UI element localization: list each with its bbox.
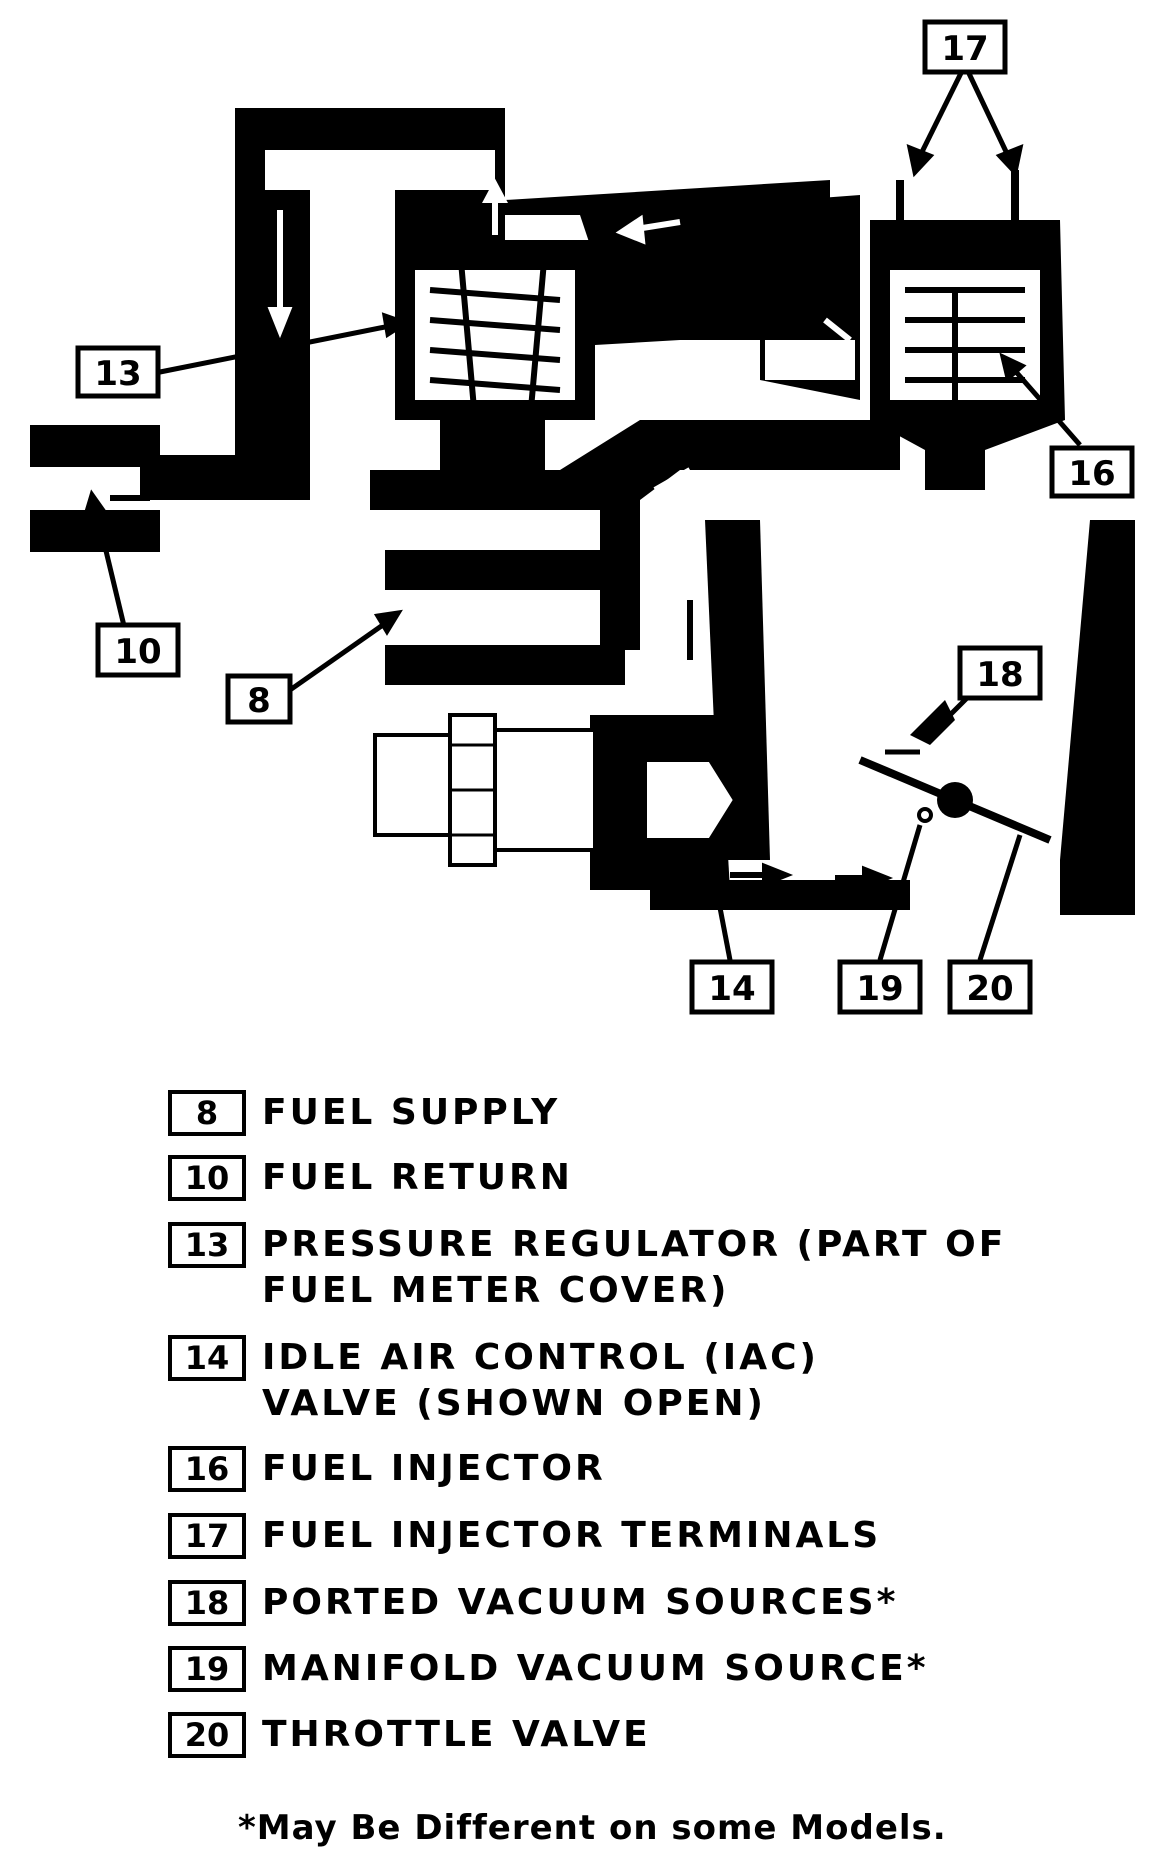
legend-number: 14 <box>168 1335 246 1381</box>
callout-8: 8 <box>247 681 271 721</box>
callout-10: 10 <box>114 632 161 672</box>
regulator-diaphragm <box>456 247 549 423</box>
legend-number: 19 <box>168 1646 246 1692</box>
legend-row: 19 MANIFOLD VACUUM SOURCE* <box>168 1646 929 1692</box>
legend-number: 13 <box>168 1222 246 1268</box>
fuel-return-pipe-lower <box>30 510 160 552</box>
legend-label: FUEL INJECTOR <box>262 1448 606 1489</box>
fuel-return-passage <box>140 108 830 500</box>
legend-row: 8 FUEL SUPPLY <box>168 1090 560 1136</box>
legend-label: FUEL SUPPLY <box>262 1092 561 1133</box>
legend-number: 10 <box>168 1155 246 1201</box>
legend-label: FUEL RETURN <box>262 1157 573 1198</box>
callout-14: 14 <box>708 969 755 1009</box>
ported-vacuum-source <box>910 700 955 745</box>
fuel-supply-pipe <box>385 550 625 590</box>
injector-coil <box>905 287 1025 383</box>
manifold-vacuum-source <box>917 807 933 823</box>
callout-16: 16 <box>1068 454 1115 494</box>
legend-number: 20 <box>168 1712 246 1758</box>
regulator-spring <box>429 287 561 393</box>
legend-row: 10 FUEL RETURN <box>168 1155 573 1201</box>
legend-number: 18 <box>168 1580 246 1626</box>
throttle-body-diagram: 17 13 16 10 8 18 14 19 20 <box>30 19 1135 1015</box>
footnote: *May Be Different on some Models. <box>238 1808 947 1848</box>
legend-row: 17 FUEL INJECTOR TERMINALS <box>168 1513 881 1559</box>
legend-label: FUEL INJECTOR TERMINALS <box>262 1515 882 1556</box>
legend-label: PORTED VACUUM SOURCES* <box>262 1582 899 1623</box>
legend-number: 8 <box>168 1090 246 1136</box>
fuel-return-pipe <box>30 425 160 467</box>
callout-13: 13 <box>94 354 141 394</box>
callout-17: 17 <box>941 29 988 69</box>
callout-19: 19 <box>856 969 903 1009</box>
legend-row: 14 IDLE AIR CONTROL (IAC) VALVE (SHOWN O… <box>168 1335 819 1427</box>
throttle-shaft <box>937 782 973 818</box>
legend-number: 16 <box>168 1446 246 1492</box>
throttle-bore-right-wall <box>1060 520 1135 915</box>
callout-20: 20 <box>966 969 1013 1009</box>
legend-number: 17 <box>168 1513 246 1559</box>
legend-label: MANIFOLD VACUUM SOURCE* <box>262 1648 929 1689</box>
legend-row: 16 FUEL INJECTOR <box>168 1446 606 1492</box>
legend-row: 13 PRESSURE REGULATOR (PART OF FUEL METE… <box>168 1222 1006 1314</box>
legend-row: 20 THROTTLE VALVE <box>168 1712 651 1758</box>
fuel-supply-pipe-lower <box>385 645 625 685</box>
legend-label: THROTTLE VALVE <box>262 1714 651 1755</box>
legend-label: PRESSURE REGULATOR (PART OF FUEL METER C… <box>262 1224 1007 1311</box>
iac-pintle <box>643 758 738 842</box>
legend-row: 18 PORTED VACUUM SOURCES* <box>168 1580 898 1626</box>
legend-label: IDLE AIR CONTROL (IAC) VALVE (SHOWN OPEN… <box>262 1337 819 1424</box>
callout-18: 18 <box>976 655 1023 695</box>
